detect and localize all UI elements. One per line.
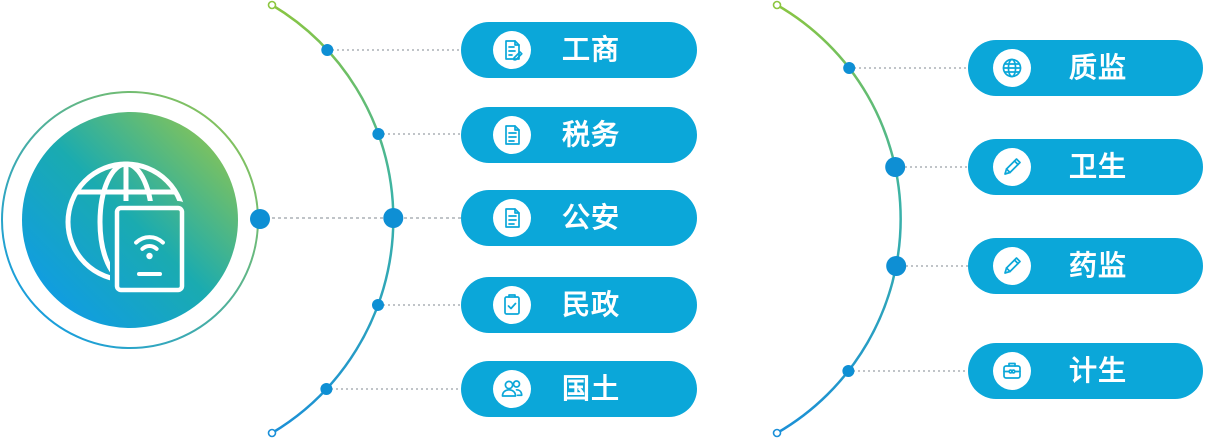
node-label: 国土 bbox=[562, 372, 621, 405]
hub bbox=[1, 91, 259, 349]
right-dot-2 bbox=[885, 157, 906, 177]
document-pen-icon bbox=[492, 30, 532, 70]
left-dot-4 bbox=[372, 299, 384, 311]
toolbox-icon bbox=[992, 351, 1032, 391]
node-label: 卫生 bbox=[1069, 150, 1128, 183]
pencil-icon bbox=[992, 246, 1032, 286]
node-label: 工商 bbox=[562, 33, 621, 66]
left-arc-bottom-end bbox=[267, 428, 277, 438]
left-dot-2 bbox=[372, 128, 385, 140]
left-dot-3 bbox=[383, 208, 404, 228]
node-label: 药监 bbox=[1069, 249, 1128, 282]
right-dot-3 bbox=[886, 256, 907, 276]
document-icon bbox=[492, 198, 532, 238]
node-label: 计生 bbox=[1069, 354, 1128, 387]
node-label: 税务 bbox=[562, 118, 621, 151]
node-taxation: 税务 bbox=[461, 107, 697, 163]
right-arc-bottom-end bbox=[772, 428, 782, 438]
node-label: 公安 bbox=[562, 201, 621, 234]
left-arc-top-end bbox=[267, 0, 277, 10]
node-land-resources: 国土 bbox=[461, 361, 697, 417]
users-icon bbox=[492, 369, 532, 409]
node-label: 质监 bbox=[1069, 51, 1128, 84]
node-health: 卫生 bbox=[968, 139, 1203, 195]
node-quality-supervision: 质监 bbox=[968, 40, 1203, 96]
node-civil-affairs: 民政 bbox=[461, 277, 697, 333]
globe-icon bbox=[992, 48, 1032, 88]
left-dot-1 bbox=[321, 44, 334, 56]
hub-dot bbox=[250, 209, 270, 229]
right-dot-1 bbox=[843, 62, 856, 74]
node-industry-commerce: 工商 bbox=[461, 22, 697, 78]
clipboard-check-icon bbox=[492, 285, 532, 325]
left-arc bbox=[271, 3, 395, 435]
right-dot-4 bbox=[842, 365, 855, 377]
globe-tablet-wifi-icon bbox=[65, 161, 189, 297]
pencil-icon bbox=[992, 147, 1032, 187]
node-family-planning: 计生 bbox=[968, 343, 1203, 399]
document-icon bbox=[492, 115, 532, 155]
right-arc-top-end bbox=[772, 0, 782, 10]
right-arc bbox=[776, 3, 902, 435]
node-drug-supervision: 药监 bbox=[968, 238, 1203, 294]
left-dot-5 bbox=[320, 383, 333, 395]
node-public-security: 公安 bbox=[461, 190, 697, 246]
node-label: 民政 bbox=[562, 288, 621, 321]
